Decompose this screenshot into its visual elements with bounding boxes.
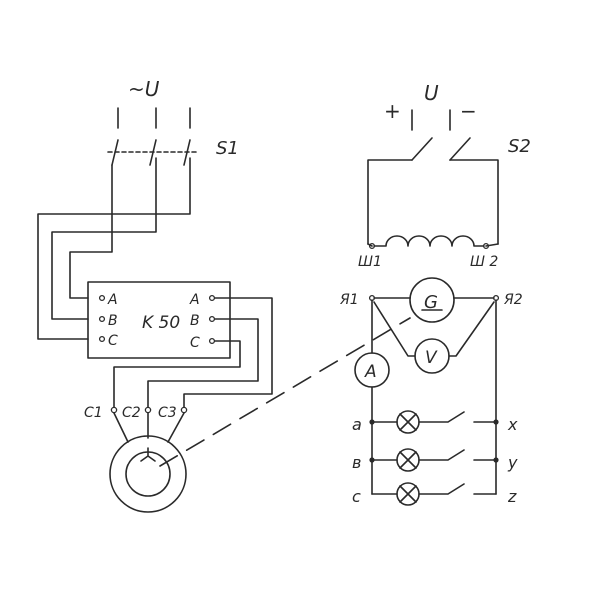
k50-right-label-c: C xyxy=(190,335,200,351)
k50-right-terminal-a xyxy=(208,294,216,302)
lamp-branch-a xyxy=(369,410,499,434)
switch-s2 xyxy=(411,137,471,161)
k50-left-label-c: C xyxy=(108,333,118,349)
supply-line-b xyxy=(51,157,157,320)
k50-right-terminal-c xyxy=(208,337,216,345)
lamp-branch-b xyxy=(369,448,499,472)
output-line-c xyxy=(113,340,241,409)
output-line-b xyxy=(147,318,259,409)
generator-label: G xyxy=(424,292,438,313)
supply-line-c xyxy=(69,164,113,299)
field-label-sh2: Ш 2 xyxy=(470,254,498,270)
lamp-branch-c xyxy=(371,482,497,506)
lamp-b-icon xyxy=(396,448,420,472)
field-label-sh1: Ш1 xyxy=(358,254,382,270)
field-winding xyxy=(367,235,499,250)
ac-circuit: ~U S1 K 50 A B C A B C xyxy=(37,77,411,513)
k50-left-terminal-a xyxy=(98,294,106,302)
k50-left-terminal-c xyxy=(98,335,106,343)
field-circuit-wiring xyxy=(367,159,499,245)
motor-label-c2: C2 xyxy=(122,405,141,421)
generator-symbol xyxy=(409,277,455,323)
k50-left-terminal-b xyxy=(98,315,106,323)
lamp-label-c: c xyxy=(352,487,361,506)
lamp-label-a: a xyxy=(352,415,362,434)
output-line-a xyxy=(183,297,273,409)
motor-terminal-c3 xyxy=(180,406,188,414)
ac-supply-terminals xyxy=(117,107,191,129)
lamp-label-z: z xyxy=(507,487,517,506)
voltmeter-label: V xyxy=(425,348,438,368)
k50-block xyxy=(87,281,231,359)
lamp-c-icon xyxy=(396,482,420,506)
switch-s1 xyxy=(107,139,197,166)
mechanical-coupling xyxy=(159,317,411,467)
motor-label-c3: C3 xyxy=(158,405,177,421)
lamp-label-b: в xyxy=(352,453,361,472)
lamp-label-y: y xyxy=(507,453,518,472)
switch-s1-label: S1 xyxy=(216,138,239,159)
dc-minus-label: − xyxy=(460,99,477,123)
supply-line-a xyxy=(37,157,191,340)
switch-s2-label: S2 xyxy=(508,136,531,157)
motor-label-c1: C1 xyxy=(84,405,103,421)
dc-circuit: U + − S2 Ш1 Ш 2 xyxy=(358,81,531,270)
induction-motor xyxy=(109,435,187,513)
k50-block-label: K 50 xyxy=(142,313,180,333)
ammeter-label: A xyxy=(364,362,377,382)
motor-leads xyxy=(113,412,185,443)
dc-supply-label: U xyxy=(424,81,439,105)
ac-supply-label: ~U xyxy=(128,77,160,101)
dc-supply-terminals xyxy=(411,109,451,131)
k50-right-label-b: B xyxy=(190,313,200,329)
motor-terminal-c1 xyxy=(110,406,118,414)
dc-plus-label: + xyxy=(384,99,401,123)
k50-left-label-a: A xyxy=(107,292,118,308)
lamp-label-x: x xyxy=(507,415,518,434)
k50-right-terminal-b xyxy=(208,315,216,323)
k50-left-label-b: B xyxy=(108,313,118,329)
armature-label-ya1: Я1 xyxy=(339,292,359,308)
lamp-a-icon xyxy=(396,410,420,434)
armature-wiring xyxy=(371,297,497,495)
generator-circuit: Я1 Я2 G V A xyxy=(339,277,523,506)
motor-terminal-c2 xyxy=(144,406,152,414)
armature-label-ya2: Я2 xyxy=(503,292,523,308)
k50-right-label-a: A xyxy=(189,292,200,308)
